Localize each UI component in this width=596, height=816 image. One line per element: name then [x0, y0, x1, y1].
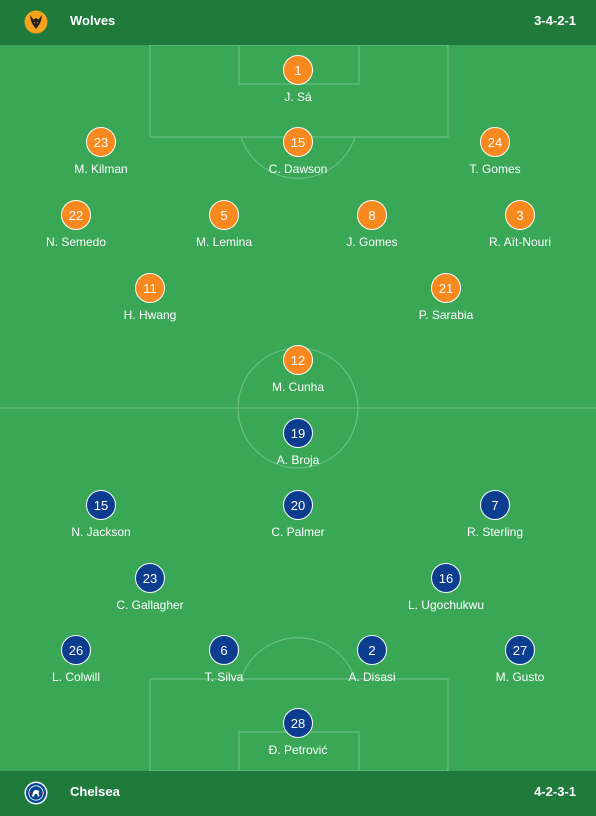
- shirt-number-badge: 6: [209, 635, 239, 665]
- player-name: R. Aït-Nouri: [488, 235, 551, 249]
- player-name: N. Jackson: [71, 525, 131, 539]
- shirt-number-badge: 27: [505, 635, 535, 665]
- shirt-number-badge: 22: [61, 200, 91, 230]
- player-away-6[interactable]: 6 T. Silva: [154, 635, 294, 684]
- shirt-number-badge: 21: [431, 273, 461, 303]
- player-away-27[interactable]: 27 M. Gusto: [450, 635, 590, 684]
- player-name: L. Ugochukwu: [407, 598, 485, 612]
- player-home-24[interactable]: 24 T. Gomes: [425, 127, 565, 176]
- player-away-19[interactable]: 19 A. Broja: [228, 418, 368, 467]
- player-name: M. Kilman: [74, 162, 128, 176]
- shirt-number-badge: 7: [480, 490, 510, 520]
- player-away-26[interactable]: 26 L. Colwill: [6, 635, 146, 684]
- player-home-21[interactable]: 21 P. Sarabia: [376, 273, 516, 322]
- player-name: T. Silva: [204, 670, 244, 684]
- shirt-number-badge: 28: [283, 708, 313, 738]
- away-formation: 4-2-3-1: [534, 784, 576, 799]
- player-name: R. Sterling: [466, 525, 524, 539]
- away-team-name: Chelsea: [70, 784, 120, 799]
- player-name: C. Dawson: [268, 162, 328, 176]
- player-name: M. Cunha: [271, 380, 325, 394]
- player-name: T. Gomes: [469, 162, 521, 176]
- away-team-bar: Chelsea 4-2-3-1: [0, 771, 596, 816]
- player-home-12[interactable]: 12 M. Cunha: [228, 345, 368, 394]
- player-home-1[interactable]: 1 J. Sá: [228, 55, 368, 104]
- wolves-crest-icon: [24, 10, 48, 34]
- player-name: A. Disasi: [348, 670, 396, 684]
- shirt-number-badge: 23: [135, 563, 165, 593]
- home-team-bar: Wolves 3-4-2-1: [0, 0, 596, 45]
- player-name: Đ. Petrović: [268, 743, 328, 757]
- shirt-number-badge: 15: [283, 127, 313, 157]
- shirt-number-badge: 19: [283, 418, 313, 448]
- player-away-20[interactable]: 20 C. Palmer: [228, 490, 368, 539]
- home-formation: 3-4-2-1: [534, 13, 576, 28]
- player-name: A. Broja: [276, 453, 320, 467]
- player-home-3[interactable]: 3 R. Aït-Nouri: [450, 200, 590, 249]
- shirt-number-badge: 20: [283, 490, 313, 520]
- shirt-number-badge: 12: [283, 345, 313, 375]
- player-name: C. Gallagher: [116, 598, 184, 612]
- pitch: 1 J. Sá 23 M. Kilman 15 C. Dawson 24 T. …: [0, 45, 596, 771]
- player-home-23[interactable]: 23 M. Kilman: [31, 127, 171, 176]
- player-away-16[interactable]: 16 L. Ugochukwu: [376, 563, 516, 612]
- player-name: N. Semedo: [45, 235, 107, 249]
- player-away-23[interactable]: 23 C. Gallagher: [80, 563, 220, 612]
- player-home-22[interactable]: 22 N. Semedo: [6, 200, 146, 249]
- shirt-number-badge: 11: [135, 273, 165, 303]
- shirt-number-badge: 23: [86, 127, 116, 157]
- player-name: J. Gomes: [346, 235, 398, 249]
- player-name: M. Lemina: [195, 235, 253, 249]
- shirt-number-badge: 3: [505, 200, 535, 230]
- shirt-number-badge: 16: [431, 563, 461, 593]
- player-name: L. Colwill: [51, 670, 100, 684]
- home-team-name: Wolves: [70, 13, 116, 28]
- player-away-28[interactable]: 28 Đ. Petrović: [228, 708, 368, 757]
- player-away-7[interactable]: 7 R. Sterling: [425, 490, 565, 539]
- player-name: H. Hwang: [123, 308, 177, 322]
- player-away-15[interactable]: 15 N. Jackson: [31, 490, 171, 539]
- player-home-15[interactable]: 15 C. Dawson: [228, 127, 368, 176]
- chelsea-crest-icon: [24, 781, 48, 805]
- shirt-number-badge: 5: [209, 200, 239, 230]
- shirt-number-badge: 15: [86, 490, 116, 520]
- shirt-number-badge: 26: [61, 635, 91, 665]
- player-home-8[interactable]: 8 J. Gomes: [302, 200, 442, 249]
- shirt-number-badge: 24: [480, 127, 510, 157]
- shirt-number-badge: 2: [357, 635, 387, 665]
- player-home-5[interactable]: 5 M. Lemina: [154, 200, 294, 249]
- player-name: J. Sá: [284, 90, 312, 104]
- shirt-number-badge: 1: [283, 55, 313, 85]
- player-name: P. Sarabia: [418, 308, 474, 322]
- player-name: M. Gusto: [495, 670, 545, 684]
- player-name: C. Palmer: [271, 525, 325, 539]
- player-home-11[interactable]: 11 H. Hwang: [80, 273, 220, 322]
- player-away-2[interactable]: 2 A. Disasi: [302, 635, 442, 684]
- shirt-number-badge: 8: [357, 200, 387, 230]
